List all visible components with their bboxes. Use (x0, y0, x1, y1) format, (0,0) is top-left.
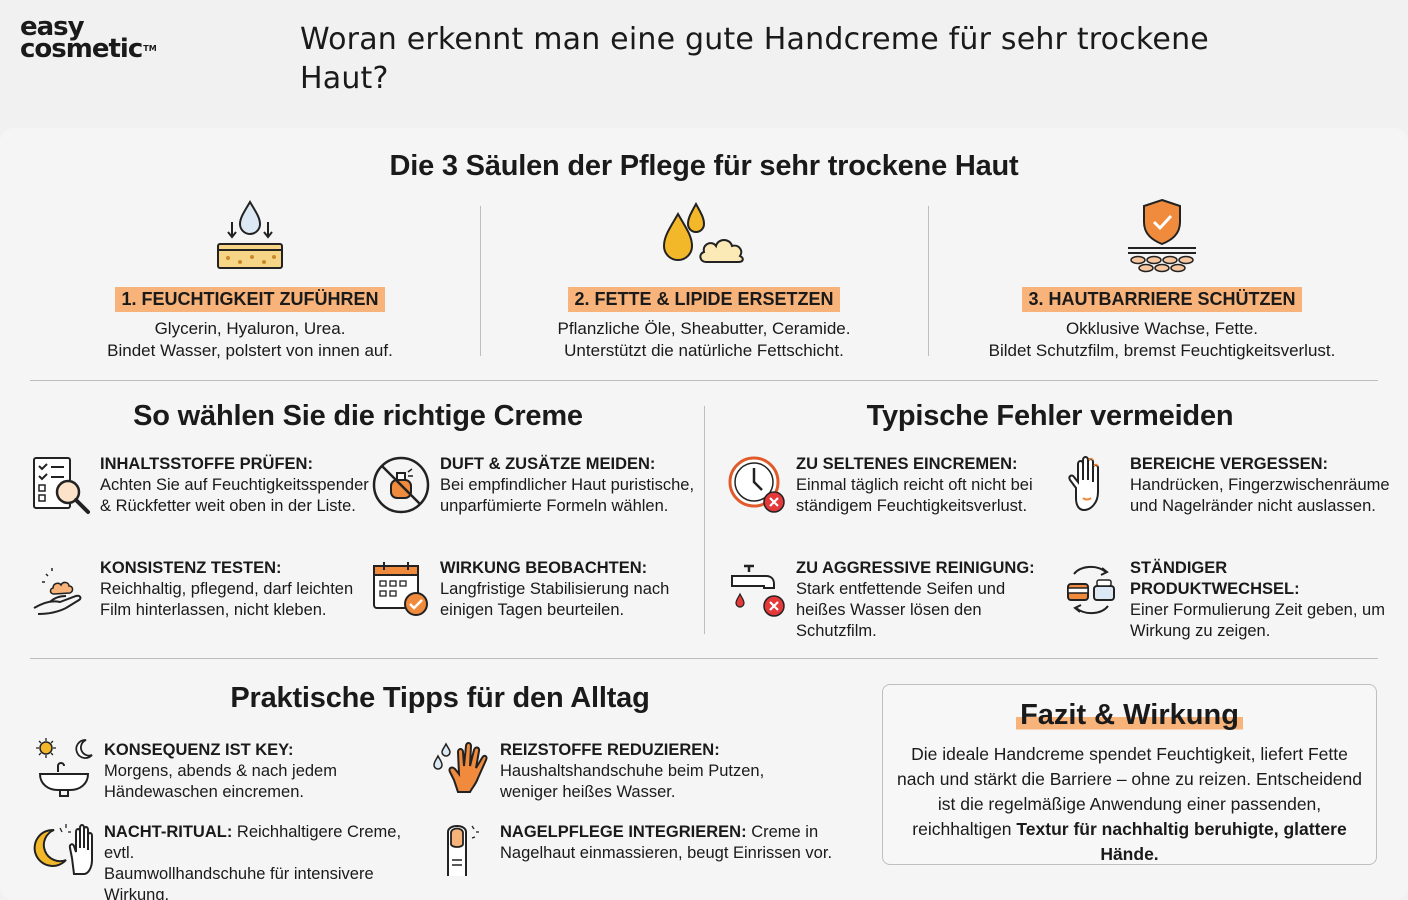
pillar-lipids: 2. FETTE & LIPIDE ERSETZEN Pflanzliche Ö… (484, 195, 924, 362)
fazit-bold-text: Textur für nachhaltig beruhigte, glatter… (1016, 819, 1347, 864)
item-line: Bei empfindlicher Haut puristische, (440, 476, 695, 494)
moon-glove-icon (32, 822, 98, 876)
tip-line: Morgens, abends & nach jedem (104, 762, 337, 780)
item-line: Langfristige Stabilisierung nach (440, 580, 670, 598)
item-line: unparfümierte Formeln wählen. (440, 497, 669, 515)
item-title: BEREICHE VERGESSEN: (1130, 455, 1329, 473)
logo-line-1: easy (20, 12, 85, 42)
item-line: ständigem Feuchtigkeitsverlust. (796, 497, 1028, 515)
sun-moon-sink-icon (32, 738, 98, 797)
item-line: einigen Tagen beurteilen. (440, 601, 625, 619)
brand-logo[interactable]: easy cosmeticTM (20, 12, 157, 62)
fazit-box: Fazit & Wirkung Die ideale Handcreme spe… (882, 684, 1377, 865)
item-line: heißes Wasser lösen den Schutzfilm. (796, 601, 982, 640)
clock-error-icon (726, 454, 788, 516)
item-line: Achten Sie auf Feuchtigkeitsspender (100, 476, 369, 494)
pillar-desc-line: Unterstützt die natürliche Fettschicht. (564, 341, 844, 360)
logo-trademark: TM (143, 44, 157, 53)
pillar-divider (480, 206, 481, 356)
pillar-divider (928, 206, 929, 356)
column-divider (704, 406, 705, 634)
tip-line: Nagelhaut einmassieren, beugt Einrissen … (500, 844, 833, 862)
pillar-desc-line: Bindet Wasser, polstert von innen auf. (107, 341, 393, 360)
item-line: Einer Formulierung Zeit geben, um (1130, 601, 1385, 619)
tip-line: Reichhaltigere Creme, evtl. (104, 823, 402, 862)
item-title: ZU AGGRESSIVE REINIGUNG: (796, 559, 1035, 577)
tip-line: weniger heißes Wasser. (500, 783, 676, 801)
ingredient-list-magnifier-icon (30, 454, 92, 516)
tip-title: KONSEQUENZ IST KEY: (104, 741, 294, 759)
tip-title: NACHT-RITUAL: (104, 823, 233, 841)
item-title: STÄNDIGER PRODUKTWECHSEL: (1130, 559, 1300, 598)
hot-water-tap-error-icon (726, 558, 788, 620)
calendar-check-icon (370, 558, 432, 620)
tip-line: Baumwollhandschuhe für intensivere Wirku… (104, 865, 374, 900)
tip-title: REIZSTOFFE REDUZIEREN: (500, 741, 720, 759)
item-line: Handrücken, Fingerzwischenräume (1130, 476, 1390, 494)
item-title: DUFT & ZUSÄTZE MEIDEN: (440, 455, 656, 473)
tips-title: Praktische Tipps für den Alltag (230, 682, 650, 714)
section-divider (30, 658, 1378, 659)
pillars-title: Die 3 Säulen der Pflege für sehr trocken… (389, 150, 1019, 182)
glove-drops-icon (428, 740, 494, 794)
tip-line: Haushaltshandschuhe beim Putzen, (500, 762, 765, 780)
choose-item: DUFT & ZUSÄTZE MEIDEN: Bei empfindlicher… (370, 454, 700, 517)
choose-title: So wählen Sie die richtige Creme (133, 400, 583, 432)
item-line: Einmal täglich reicht oft nicht bei (796, 476, 1033, 494)
fazit-text: Die ideale Handcreme spendet Feuchtigkei… (897, 744, 1363, 839)
item-title: KONSISTENZ TESTEN: (100, 559, 282, 577)
tip-item: NACHT-RITUAL: Reichhaltigere Creme, evtl… (32, 822, 432, 900)
pillar-desc-line: Pflanzliche Öle, Sheabutter, Ceramide. (557, 319, 851, 338)
fazit-body: Die ideale Handcreme spendet Feuchtigkei… (897, 742, 1362, 867)
item-line: und Nagelränder nicht auslassen. (1130, 497, 1376, 515)
tip-item: KONSEQUENZ IST KEY: Morgens, abends & na… (32, 738, 432, 803)
choose-item: INHALTSSTOFFE PRÜFEN: Achten Sie auf Feu… (30, 454, 370, 517)
fazit-title: Fazit & Wirkung (1016, 699, 1243, 732)
cream-on-hand-icon (30, 558, 92, 620)
choose-item: WIRKUNG BEOBACHTEN: Langfristige Stabili… (370, 558, 700, 621)
tip-line: Händewaschen eincremen. (104, 783, 304, 801)
pillar-label: 2. FETTE & LIPIDE ERSETZEN (568, 287, 840, 312)
pillar-desc-line: Glycerin, Hyaluron, Urea. (154, 319, 346, 338)
logo-line-2: cosmetic (20, 34, 143, 64)
item-title: INHALTSSTOFFE PRÜFEN: (100, 455, 313, 473)
fingernail-icon (428, 822, 494, 876)
item-line: & Rückfetter weit oben in der Liste. (100, 497, 356, 515)
item-title: WIRKUNG BEOBACHTEN: (440, 559, 648, 577)
product-switch-icon (1060, 558, 1122, 620)
item-title: ZU SELTENES EINCREMEN: (796, 455, 1018, 473)
pillar-moisture: 1. FEUCHTIGKEIT ZUFÜHREN Glycerin, Hyalu… (30, 195, 470, 362)
mistake-item: ZU AGGRESSIVE REINIGUNG: Stark entfetten… (726, 558, 1066, 642)
tip-item: REIZSTOFFE REDUZIEREN: Haushaltshandschu… (428, 740, 848, 803)
mistakes-title: Typische Fehler vermeiden (866, 400, 1234, 432)
shield-barrier-icon (942, 195, 1382, 277)
pillar-label: 1. FEUCHTIGKEIT ZUFÜHREN (115, 287, 385, 312)
item-line: Reichhaltig, pflegend, darf leichten (100, 580, 354, 598)
tip-item: NAGELPFLEGE INTEGRIEREN: Creme in Nagelh… (428, 822, 848, 876)
tip-title: NAGELPFLEGE INTEGRIEREN: (500, 823, 747, 841)
mistake-item: BEREICHE VERGESSEN: Handrücken, Fingerzw… (1060, 454, 1400, 517)
tip-line: Creme in (746, 823, 819, 841)
item-line: Wirkung zu zeigen. (1130, 622, 1271, 640)
page-question: Woran erkennt man eine gute Handcreme fü… (300, 22, 1209, 96)
item-line: Stark entfettende Seifen und (796, 580, 1006, 598)
mistake-item: STÄNDIGER PRODUKTWECHSEL: Einer Formulie… (1060, 558, 1400, 642)
item-line: Film hinterlassen, nicht kleben. (100, 601, 327, 619)
pillar-desc-line: Okklusive Wachse, Fette. (1065, 319, 1259, 338)
no-perfume-icon (370, 454, 432, 516)
oil-drops-cream-icon (484, 195, 924, 277)
moisture-sponge-icon (30, 195, 470, 277)
pillar-desc-line: Bildet Schutzfilm, bremst Feuchtigkeitsv… (988, 341, 1336, 360)
hand-outline-icon (1060, 454, 1122, 516)
pillar-barrier: 3. HAUTBARRIERE SCHÜTZEN Okklusive Wachs… (942, 195, 1382, 362)
choose-item: KONSISTENZ TESTEN: Reichhaltig, pflegend… (30, 558, 370, 621)
pillar-label: 3. HAUTBARRIERE SCHÜTZEN (1022, 287, 1302, 312)
section-divider (30, 380, 1378, 381)
mistake-item: ZU SELTENES EINCREMEN: Einmal täglich re… (726, 454, 1056, 517)
